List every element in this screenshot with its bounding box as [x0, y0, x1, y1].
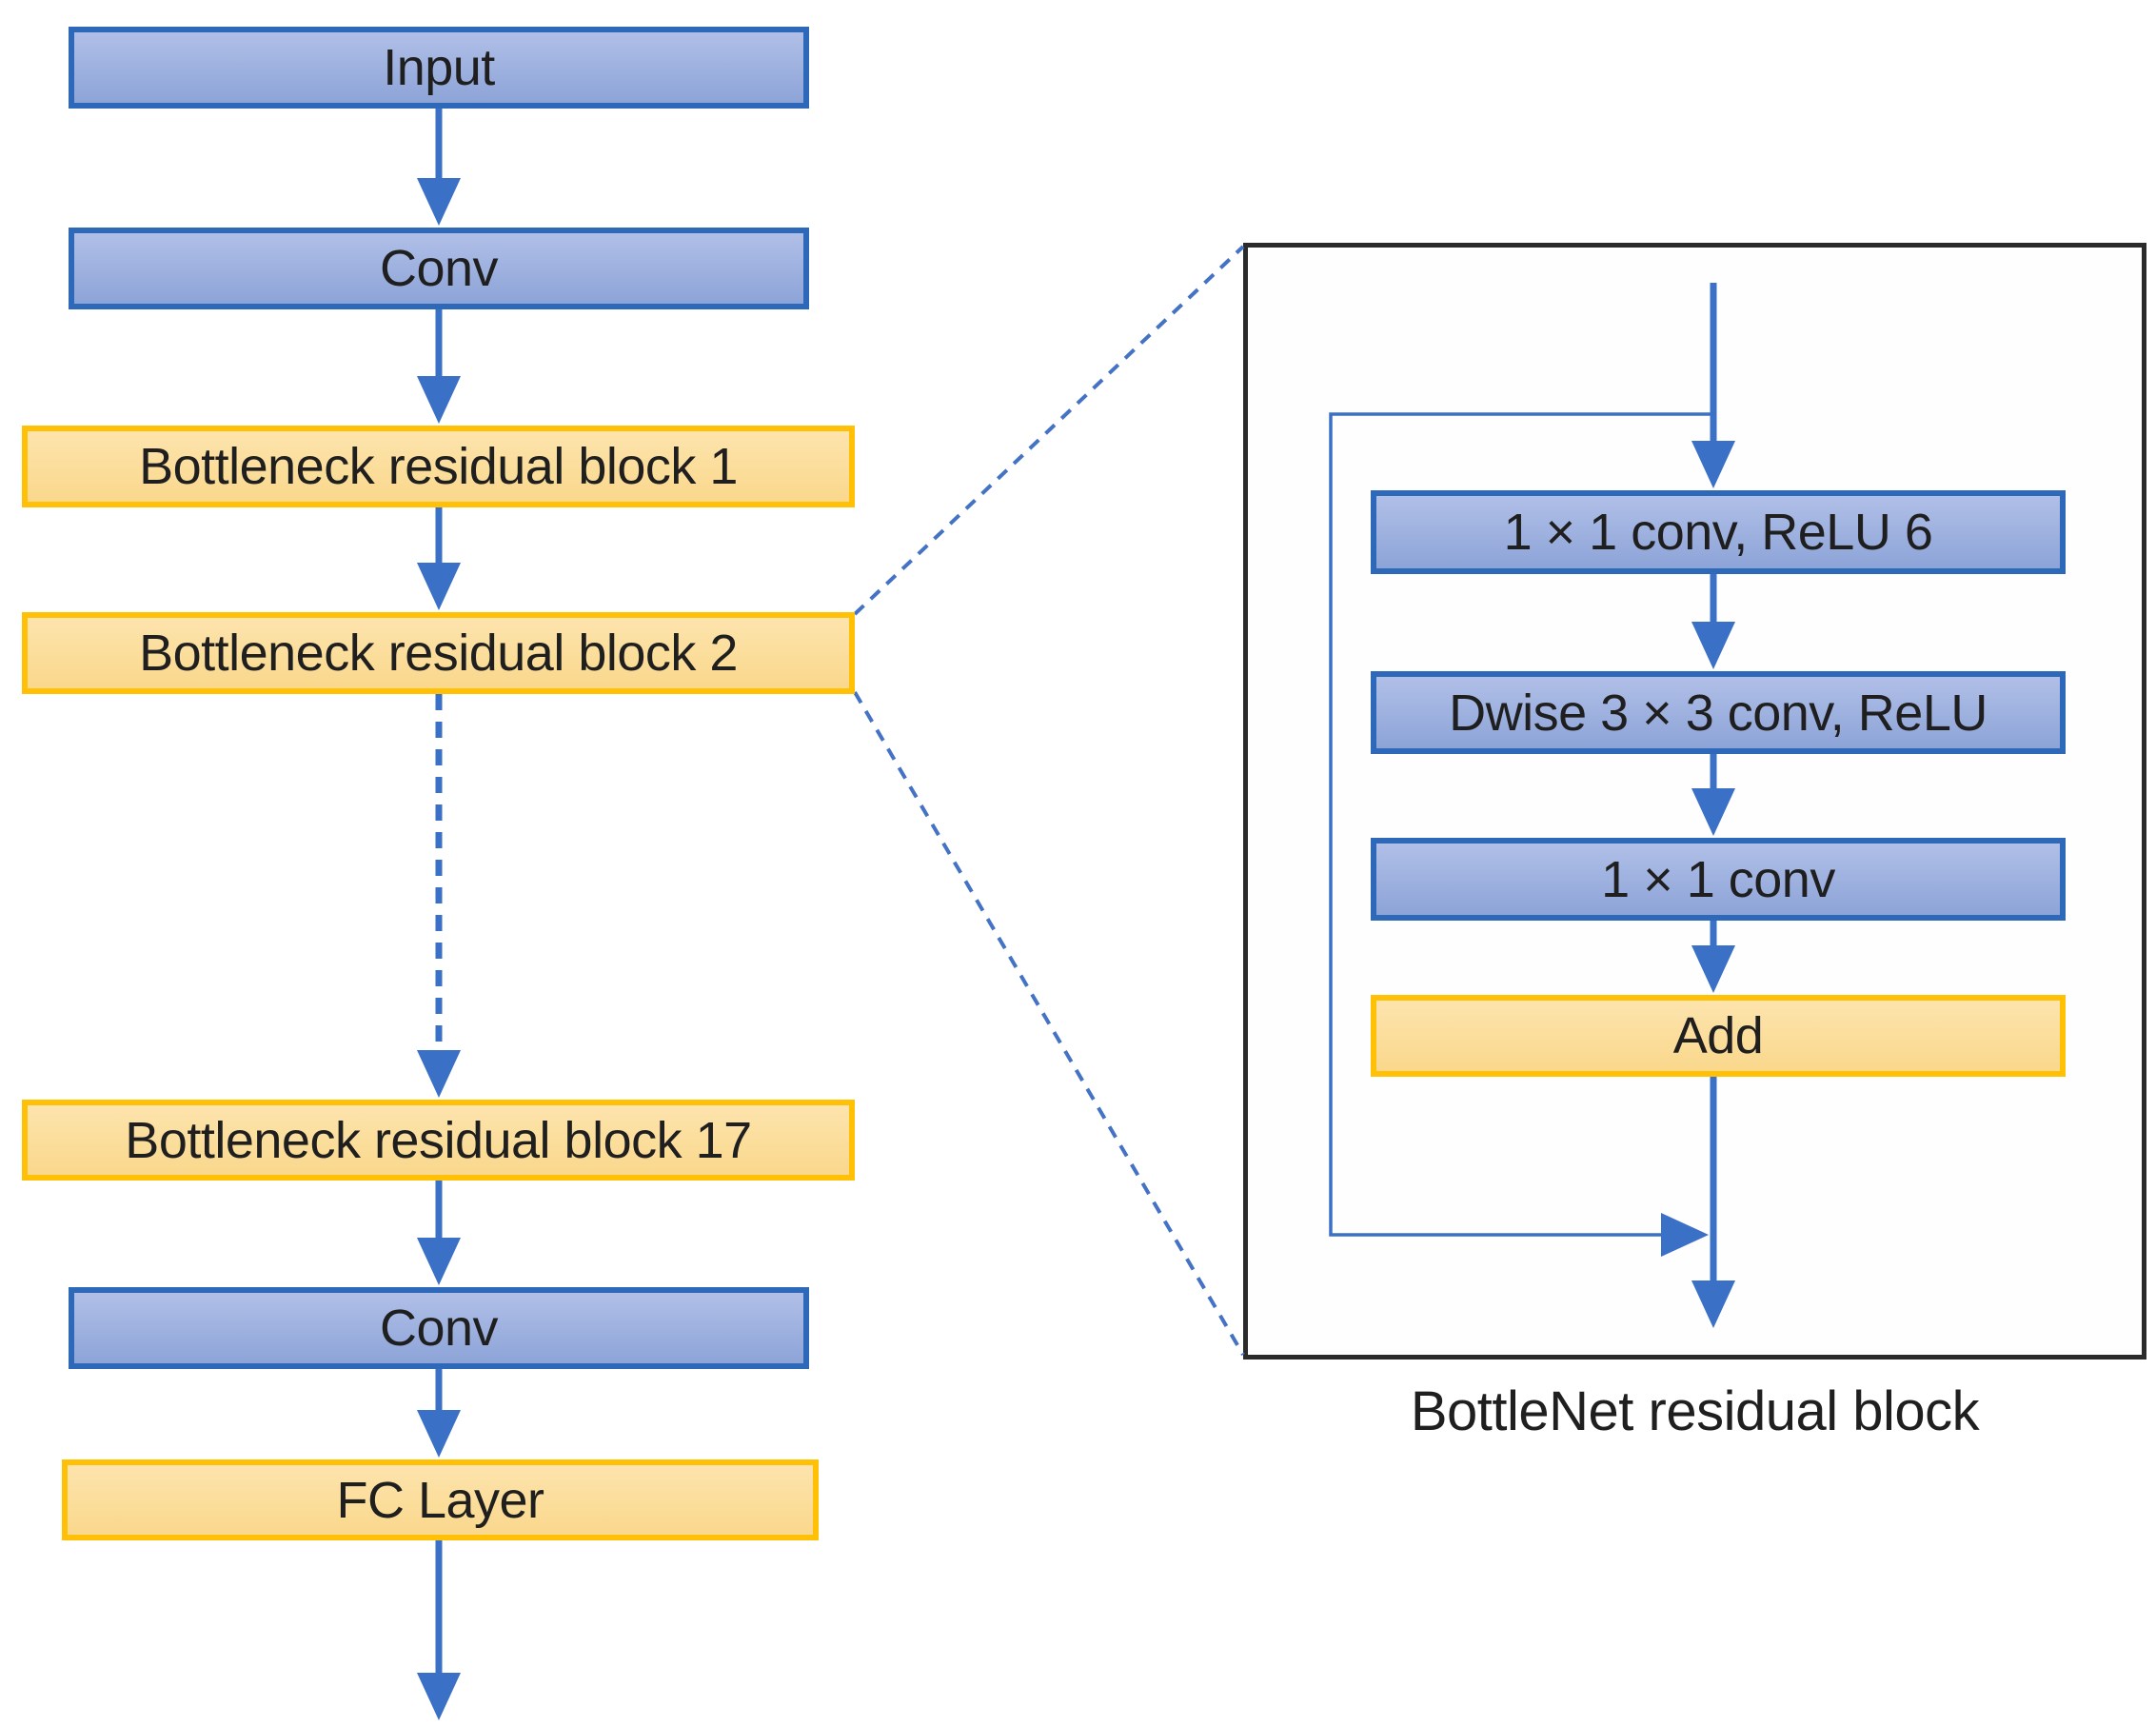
node-conv-bottom: Conv [69, 1287, 809, 1369]
arrowhead-conv-to-fc [417, 1410, 461, 1458]
detail-node-dwise-conv-label: Dwise 3 × 3 conv, ReLU [1449, 684, 1988, 742]
arrowhead-block1-to-block2 [417, 563, 461, 610]
callout-line-bottom [853, 690, 1245, 1357]
node-bottleneck-block-1-label: Bottleneck residual block 1 [139, 438, 738, 495]
node-fc-layer: FC Layer [62, 1459, 819, 1540]
detail-node-add: Add [1371, 995, 2066, 1077]
detail-node-conv1x1: 1 × 1 conv [1371, 838, 2066, 921]
node-bottleneck-block-1: Bottleneck residual block 1 [22, 426, 855, 507]
node-conv-top-label: Conv [379, 240, 499, 297]
node-conv-bottom-label: Conv [379, 1300, 499, 1357]
arrowhead-input-to-conv [417, 178, 461, 226]
arrowhead-block17-to-conv [417, 1238, 461, 1285]
node-input-label: Input [383, 39, 495, 96]
detail-node-conv1x1-relu6-label: 1 × 1 conv, ReLU 6 [1503, 504, 1933, 561]
arrowhead-fc-output [417, 1673, 461, 1720]
node-bottleneck-block-2: Bottleneck residual block 2 [22, 612, 855, 694]
detail-caption: BottleNet residual block [1243, 1373, 2146, 1449]
node-conv-top: Conv [69, 228, 809, 309]
detail-node-conv1x1-relu6: 1 × 1 conv, ReLU 6 [1371, 490, 2066, 574]
detail-box [1243, 243, 2146, 1360]
arrowhead-block2-to-block17 [417, 1050, 461, 1098]
detail-node-dwise-conv: Dwise 3 × 3 conv, ReLU [1371, 671, 2066, 754]
arrowhead-conv-to-block1 [417, 376, 461, 424]
callout-line-top [853, 245, 1245, 616]
detail-node-conv1x1-label: 1 × 1 conv [1601, 850, 1835, 908]
node-bottleneck-block-17: Bottleneck residual block 17 [22, 1100, 855, 1181]
detail-node-add-label: Add [1672, 1007, 1764, 1064]
node-input: Input [69, 27, 809, 109]
node-bottleneck-block-17-label: Bottleneck residual block 17 [125, 1111, 752, 1169]
detail-caption-text: BottleNet residual block [1410, 1380, 1980, 1442]
node-fc-layer-label: FC Layer [336, 1471, 544, 1529]
node-bottleneck-block-2-label: Bottleneck residual block 2 [139, 625, 738, 682]
